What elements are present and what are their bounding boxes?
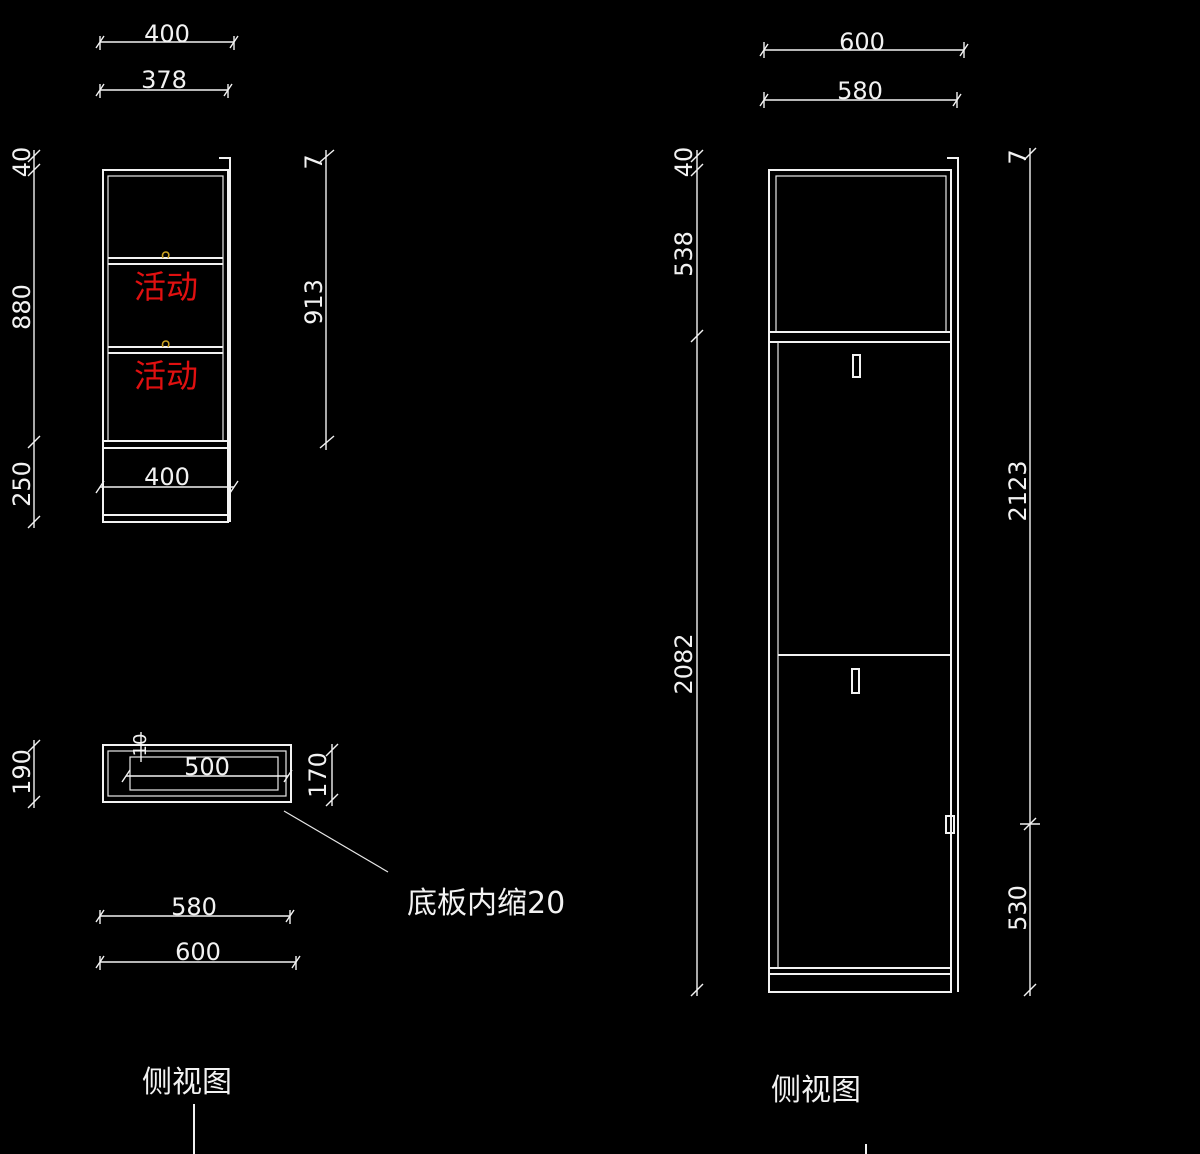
dim-250-left: 250 <box>8 461 36 507</box>
hinge-icon <box>945 815 955 834</box>
left-side-view: 活动 活动 400 378 40 880 250 7 913 <box>8 20 335 1154</box>
dim-2123: 2123 <box>1004 460 1032 521</box>
handle-icon <box>851 668 860 694</box>
right-view-title: 侧视图 <box>771 1073 861 1108</box>
drawer-detail: 500 10 190 170 底板内缩20 580 600 <box>8 732 565 970</box>
dim-text: 378 <box>141 66 187 94</box>
dim-170: 170 <box>304 752 332 798</box>
dim-500: 500 <box>184 753 230 781</box>
right-top-compartment <box>775 175 947 333</box>
drawer-inner <box>107 750 287 797</box>
dim-913: 913 <box>300 279 328 325</box>
dim-40-left: 40 <box>8 147 36 178</box>
dim-378-top: 378 <box>95 66 233 98</box>
dim-538: 538 <box>670 231 698 277</box>
left-view-title: 侧视图 <box>142 1065 232 1100</box>
dim-7-small: 7 <box>300 154 328 169</box>
dim-text: 400 <box>144 463 190 491</box>
dim-190: 190 <box>8 749 36 795</box>
dim-600-top: 600 <box>759 28 969 58</box>
left-cabinet-inner <box>107 175 224 442</box>
drawer-note: 底板内缩20 <box>407 886 565 921</box>
note-leader <box>283 810 389 873</box>
dim-580-bottom: 580 <box>95 893 295 924</box>
dim-40-right-view: 40 <box>670 147 698 178</box>
shelf-pin-icon <box>161 340 170 348</box>
shelf-label-2: 活动 <box>134 357 198 395</box>
dim-text: 580 <box>171 893 217 921</box>
right-cabinet-outline <box>768 169 952 993</box>
dim-text: 580 <box>837 77 883 105</box>
drawer-outline <box>102 744 292 803</box>
dim-580-top: 580 <box>759 77 962 108</box>
left-cabinet-outline <box>102 169 229 523</box>
dim-600-bottom: 600 <box>95 938 301 970</box>
drawer-bottom-panel <box>129 756 279 791</box>
dim-2082: 2082 <box>670 633 698 694</box>
dim-text: 400 <box>144 20 190 48</box>
right-side-view: 600 580 40 538 2082 7 2123 530 侧视图 <box>670 28 1040 1154</box>
left-back-panel <box>219 157 231 522</box>
dim-880-left: 880 <box>8 284 36 330</box>
dim-530: 530 <box>1004 885 1032 931</box>
right-back-panel <box>947 157 959 992</box>
dim-text: 600 <box>839 28 885 56</box>
handle-icon <box>852 354 861 378</box>
dim-text: 600 <box>175 938 221 966</box>
dim-400-top: 400 <box>95 20 239 50</box>
shelf-pin-icon <box>161 251 170 259</box>
dim-7: 7 <box>1004 149 1032 164</box>
shelf-label-1: 活动 <box>134 268 198 306</box>
dim-400-drawer: 400 <box>95 463 239 494</box>
